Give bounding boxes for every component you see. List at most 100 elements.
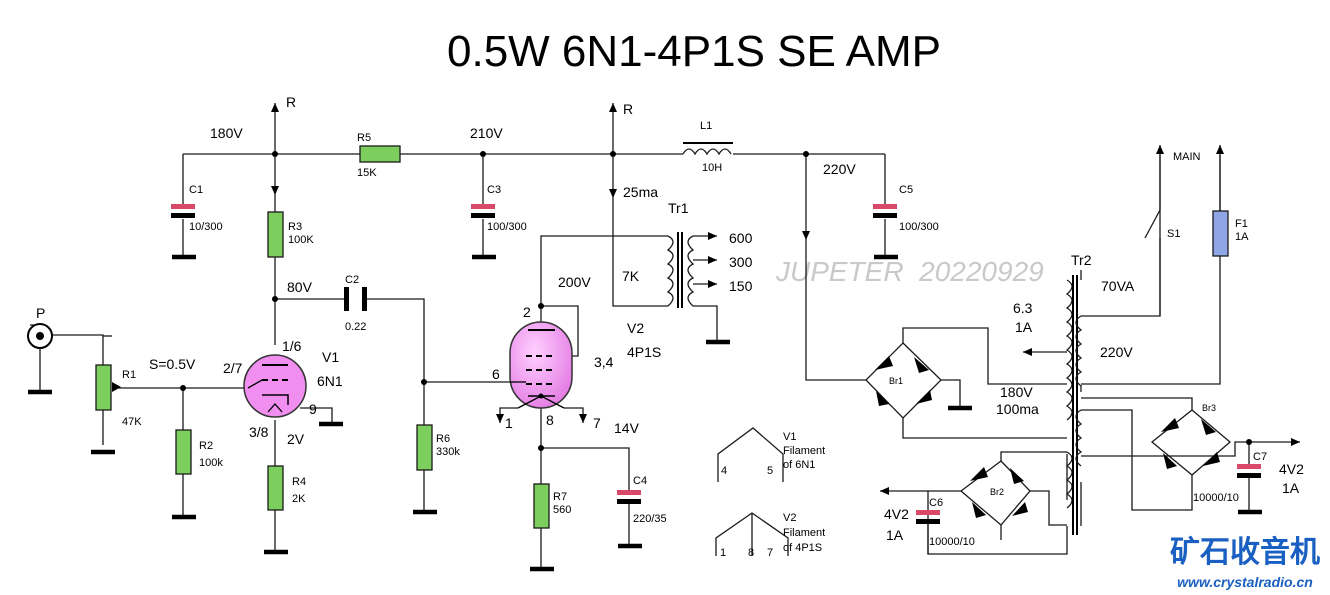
bridge-br3 <box>1150 409 1232 476</box>
bridge-br1 <box>865 342 942 419</box>
v1-type: 6N1 <box>317 373 343 389</box>
node-main: MAIN <box>1173 151 1201 163</box>
v1-pin-cathode: 3/8 <box>249 424 269 440</box>
fil-v2-line2: of 4P1S <box>783 542 822 554</box>
r1-wiper <box>112 382 121 392</box>
v2-pin-screen: 3,4 <box>594 354 614 370</box>
r7-body <box>533 483 550 529</box>
r6-name: R6 <box>436 433 450 445</box>
c6-value: 10000/10 <box>929 536 975 548</box>
v1-pin-anode: 1/6 <box>282 338 302 354</box>
node-80v: 80V <box>287 279 313 295</box>
l1-value: 10H <box>702 162 722 174</box>
input-label: P <box>36 305 45 321</box>
tr1-tap-150: 150 <box>729 278 753 294</box>
c2-value: 0.22 <box>345 321 366 333</box>
r5-name: R5 <box>357 132 371 144</box>
tr2-name: Tr2 <box>1071 252 1092 268</box>
junctions <box>180 151 1252 451</box>
tube-v1 <box>243 354 307 418</box>
v2-pin-grid: 6 <box>492 366 500 382</box>
c3-value: 100/300 <box>487 221 527 233</box>
r3-body <box>267 211 284 258</box>
v1-name: V1 <box>322 349 339 365</box>
node-180v: 180V <box>210 125 243 141</box>
site-logo[interactable]: 矿石收音机 www.crystalradio.cn <box>1170 535 1320 590</box>
input-jack <box>27 323 53 349</box>
tube-v2 <box>509 321 573 409</box>
out1-v: 4V2 <box>1279 461 1304 477</box>
resistors <box>95 145 550 529</box>
logo-text: 矿石收音机 <box>1170 535 1320 570</box>
fil-v1-line1: Filament <box>783 445 825 457</box>
labels: R R 180V 210V 220V 80V 2V 200V 14V 25ma … <box>36 94 1304 559</box>
v1-pin-grid: 2/7 <box>223 360 243 376</box>
fuse-f1 <box>1212 210 1229 257</box>
f1-value: 1A <box>1235 231 1249 243</box>
node-220v: 220V <box>823 161 856 177</box>
node-2v: 2V <box>287 431 305 447</box>
node-210v: 210V <box>470 125 503 141</box>
c5-value: 100/300 <box>899 221 939 233</box>
r2-value: 100k <box>199 457 223 469</box>
r1-name: R1 <box>122 369 136 381</box>
v2-type: 4P1S <box>627 344 661 360</box>
node-14v: 14V <box>614 420 640 436</box>
c5-name: C5 <box>899 184 913 196</box>
tr2-heater-a: 1A <box>1015 319 1033 335</box>
tr2-hv-a: 100ma <box>996 401 1039 417</box>
c6-name: C6 <box>929 497 943 509</box>
c1-name: C1 <box>189 184 203 196</box>
node-r-b: R <box>623 101 633 117</box>
r4-name: R4 <box>292 476 306 488</box>
r5-value: 15K <box>357 167 377 179</box>
r4-value: 2K <box>292 493 306 505</box>
fil-v1-pin-b: 5 <box>767 465 773 477</box>
wiring <box>30 103 1300 568</box>
r6-body <box>416 424 433 471</box>
l1-name: L1 <box>700 120 712 132</box>
c7-name: C7 <box>1253 451 1267 463</box>
br3-name: Br3 <box>1202 403 1216 413</box>
out1-a: 1A <box>1282 480 1300 496</box>
out2-v: 4V2 <box>884 506 909 522</box>
r3-value: 100K <box>288 234 314 246</box>
tr1-name: Tr1 <box>668 200 689 216</box>
fil-v2-line1: Filament <box>783 527 825 539</box>
node-200v: 200V <box>558 274 591 290</box>
filament-symbols <box>715 427 789 556</box>
tr1-tap-300: 300 <box>729 254 753 270</box>
v2-pin-fil-a: 1 <box>505 415 513 431</box>
r3-name: R3 <box>288 221 302 233</box>
node-r-a: R <box>286 94 296 110</box>
tr2-heater-v: 6.3 <box>1013 300 1033 316</box>
choke-l1 <box>682 142 733 156</box>
r7-name: R7 <box>553 491 567 503</box>
r6-value: 330k <box>436 446 460 458</box>
out2-a: 1A <box>886 527 904 543</box>
node-25ma: 25ma <box>623 184 658 200</box>
c4-value: 220/35 <box>633 513 667 525</box>
r1-value: 47K <box>122 416 142 428</box>
v1-pin-heater: 9 <box>309 401 317 417</box>
fil-v2-pin-c: 7 <box>767 547 773 559</box>
c4-name: C4 <box>633 475 647 487</box>
logo-url[interactable]: www.crystalradio.cn <box>1177 574 1313 590</box>
v2-pin-cathode: 8 <box>546 412 554 428</box>
fil-v2-pin-b: 8 <box>748 547 754 559</box>
page-title: 0.5W 6N1-4P1S SE AMP <box>447 27 941 76</box>
c3-name: C3 <box>487 184 501 196</box>
tr2-hv-v: 180V <box>1000 384 1033 400</box>
r2-body <box>175 429 192 475</box>
r5-body <box>359 145 401 163</box>
tr1-primary: 7K <box>622 268 640 284</box>
tr2-primary: 220V <box>1100 344 1133 360</box>
v2-pin-fil-b: 7 <box>593 415 601 431</box>
watermark: JUPETER 20220929 <box>775 256 1044 287</box>
r1-body <box>95 364 112 411</box>
transformer-tr1 <box>666 232 695 308</box>
s1-name: S1 <box>1167 228 1180 240</box>
c7-value: 10000/10 <box>1193 492 1239 504</box>
transformer-tr2 <box>1065 275 1083 535</box>
